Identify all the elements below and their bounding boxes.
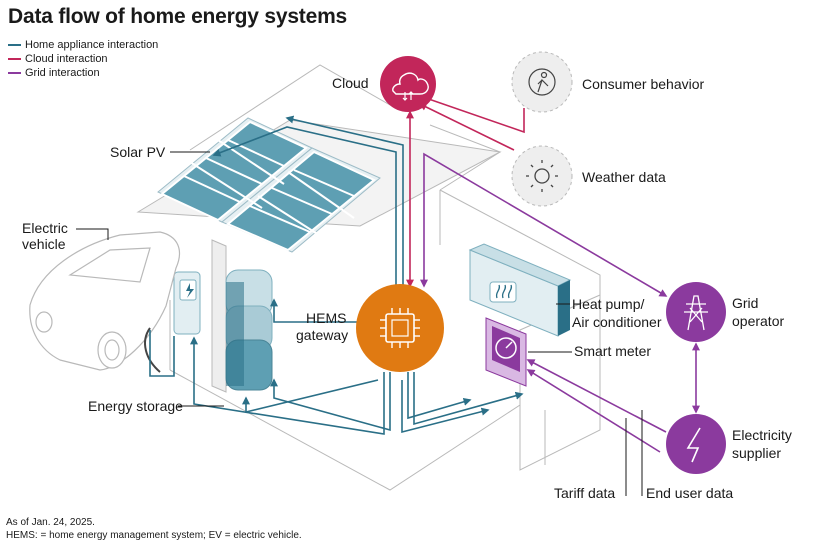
label-heat-pump-line1: Heat pump/ — [572, 296, 645, 312]
label-electricity-supplier-line1: Electricity — [732, 427, 792, 443]
label-electric-vehicle-line1: Electric — [22, 220, 68, 236]
ev-charger — [173, 271, 201, 335]
legend-label: Cloud interaction — [25, 53, 108, 65]
consumer-behavior-node — [511, 51, 573, 113]
legend: Home appliance interaction Cloud interac… — [8, 38, 158, 80]
label-leader-lines — [76, 151, 572, 407]
footer-date: As of Jan. 24, 2025. — [6, 517, 95, 528]
legend-item-cloud: Cloud interaction — [8, 52, 158, 66]
legend-label: Home appliance interaction — [25, 39, 159, 51]
heat-pump-unit — [468, 243, 572, 337]
energy-storage-unit — [225, 269, 273, 391]
label-solar-pv: Solar PV — [110, 144, 166, 160]
weather-data-node — [511, 145, 573, 207]
legend-swatch-home — [8, 44, 21, 46]
solar-pv-panels — [157, 117, 381, 253]
legend-swatch-cloud — [8, 58, 21, 60]
hems-gateway-node — [356, 284, 444, 372]
label-heat-pump-line2: Air conditioner — [572, 314, 662, 330]
label-tariff-data: Tariff data — [554, 485, 616, 501]
cloud-node — [380, 56, 436, 112]
page-title: Data flow of home energy systems — [8, 5, 348, 28]
label-electric-vehicle-line2: vehicle — [22, 236, 66, 252]
label-consumer-behavior: Consumer behavior — [582, 76, 705, 92]
electricity-supplier-node — [666, 414, 726, 474]
label-weather-data: Weather data — [582, 169, 666, 185]
legend-label: Grid interaction — [25, 67, 100, 79]
electric-vehicle — [29, 231, 181, 371]
grid-operator-node — [666, 282, 726, 342]
label-hems-line2: gateway — [296, 327, 349, 343]
legend-swatch-grid — [8, 72, 21, 74]
legend-item-home-appliance: Home appliance interaction — [8, 38, 158, 52]
label-grid-operator-line1: Grid — [732, 295, 759, 311]
footer-note: HEMS: = home energy management system; E… — [6, 530, 302, 541]
smart-meter-device — [485, 317, 527, 387]
label-hems-line1: HEMS — [306, 310, 347, 326]
label-electricity-supplier-line2: supplier — [732, 445, 782, 461]
label-energy-storage: Energy storage — [88, 398, 183, 414]
footer: As of Jan. 24, 2025. HEMS: = home energy… — [6, 516, 302, 542]
legend-item-grid: Grid interaction — [8, 66, 158, 80]
label-grid-operator-line2: operator — [732, 313, 785, 329]
label-end-user-data: End user data — [646, 485, 734, 501]
label-smart-meter: Smart meter — [574, 343, 652, 359]
house-outline — [169, 64, 601, 491]
ev-charging-cable-plug — [144, 327, 161, 373]
home-appliance-flows — [149, 115, 524, 435]
cloud-flows — [406, 94, 525, 288]
grid-flows — [420, 152, 700, 496]
carport-pillar — [211, 239, 227, 393]
label-cloud: Cloud — [332, 75, 369, 91]
